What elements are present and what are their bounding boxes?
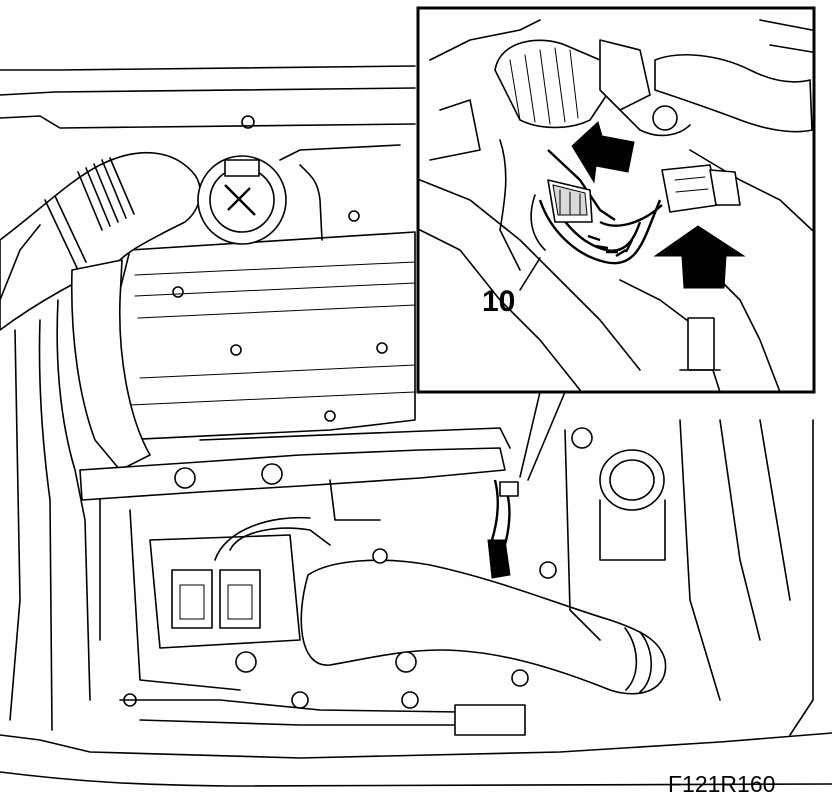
cam-cover bbox=[109, 115, 416, 441]
throttle-body bbox=[197, 144, 401, 245]
lower-bolts bbox=[119, 548, 557, 736]
detail-inset: 10 bbox=[416, 6, 816, 394]
callout-label: 10 bbox=[482, 285, 515, 318]
arrow-left bbox=[571, 121, 635, 184]
arrow-up bbox=[653, 225, 746, 289]
reservoir bbox=[564, 419, 791, 701]
figure-code: F121R160 bbox=[668, 771, 775, 797]
ignition-module bbox=[129, 509, 301, 691]
wiring-connector-main bbox=[487, 479, 519, 579]
fuel-rail bbox=[79, 427, 511, 521]
engine-bay-frame bbox=[0, 65, 832, 787]
callout-leader-right bbox=[527, 391, 566, 481]
intake-hose-center bbox=[214, 516, 667, 695]
coolant-pipe-left bbox=[9, 259, 151, 731]
callout-leader-left bbox=[519, 391, 541, 478]
